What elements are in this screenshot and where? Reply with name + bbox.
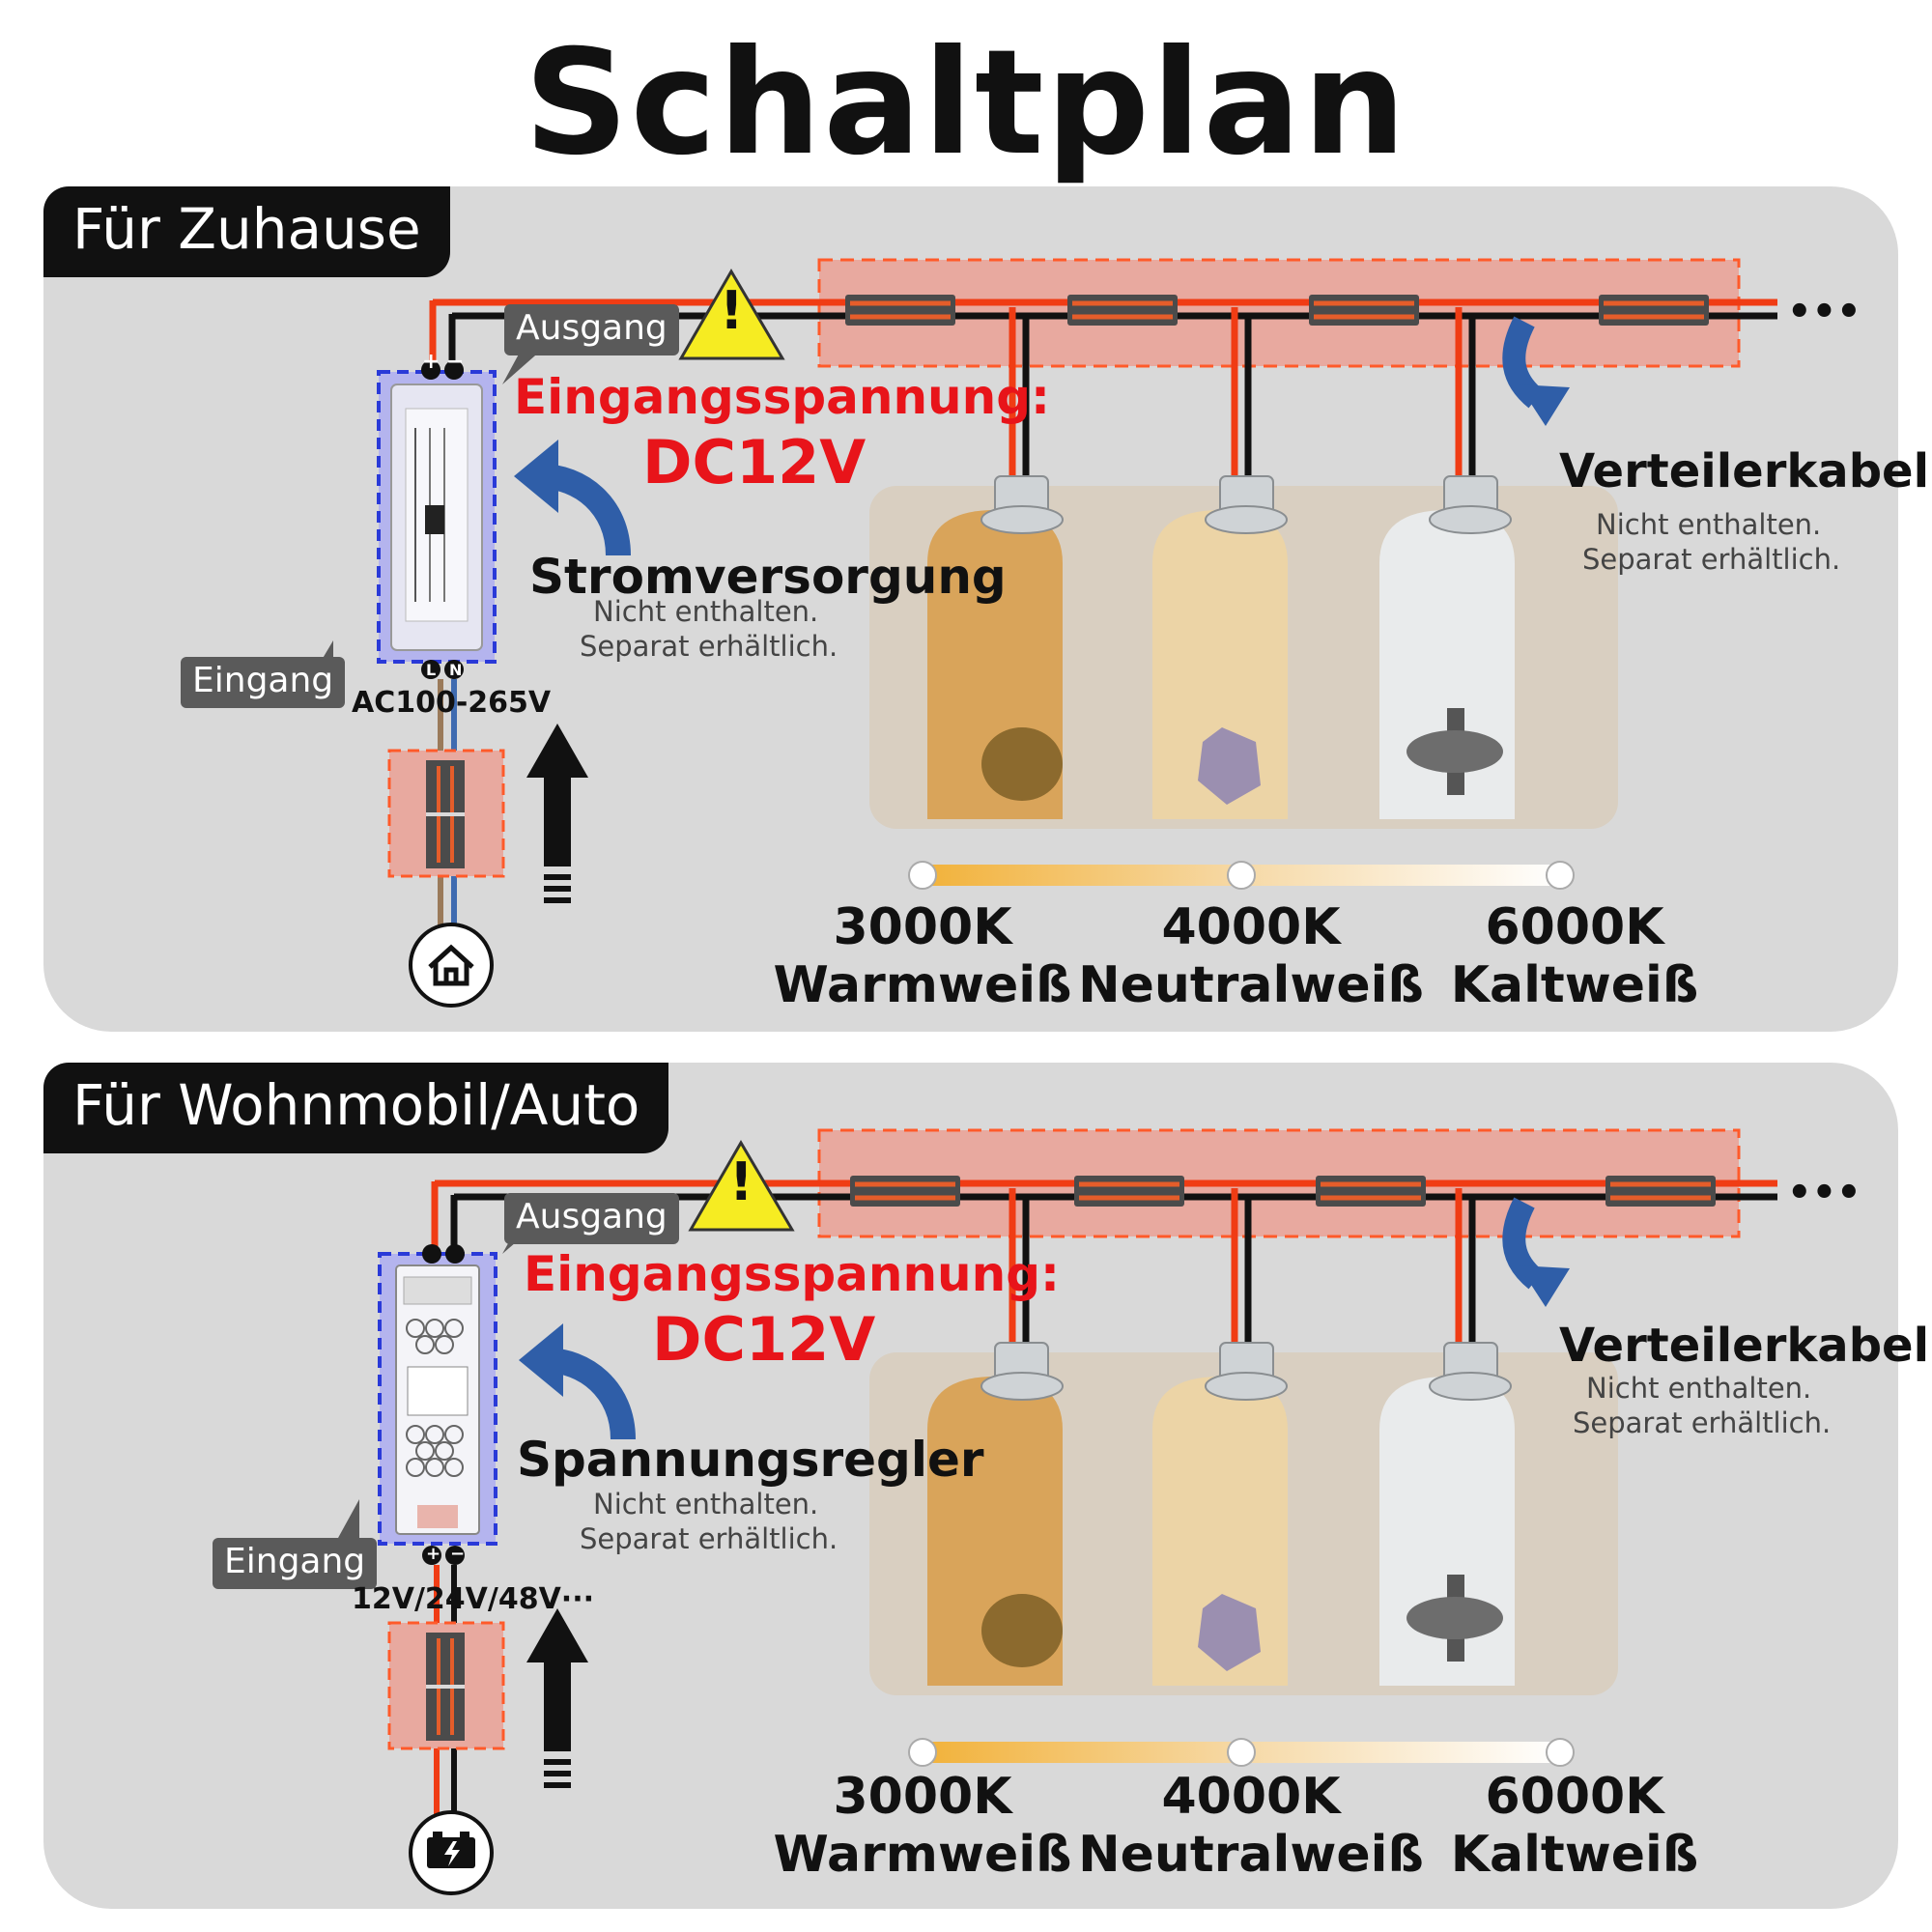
- voltage-value: DC12V: [642, 427, 867, 497]
- device-note: Nicht enthalten.: [593, 595, 819, 628]
- device-name: Stromversorgung: [529, 549, 1007, 605]
- cable-name: Verteilerkabel: [1559, 444, 1930, 498]
- device-note: Nicht enthalten.: [593, 1488, 819, 1520]
- up-arrow-icon: [526, 1608, 588, 1788]
- panel-heading: Für Wohnmobil/Auto: [43, 1063, 669, 1153]
- spotlight-icon: [980, 1342, 1512, 1401]
- more-indicator: •••: [1787, 1171, 1861, 1215]
- cable-note: Nicht enthalten.: [1586, 1372, 1812, 1405]
- battery-icon: [427, 1832, 475, 1868]
- device-note: Separat erhältlich.: [580, 1522, 838, 1555]
- input-tag: Eingang: [181, 657, 346, 708]
- led-driver-icon: [390, 384, 483, 651]
- house-icon: [428, 944, 474, 986]
- spotlight-niche-image: [869, 1352, 1618, 1695]
- input-voltage: AC100-265V: [352, 686, 552, 720]
- input-tag: Eingang: [213, 1538, 378, 1589]
- warning-mark: !: [729, 1151, 753, 1212]
- up-arrow-icon: [526, 724, 588, 903]
- input-voltage: 12V/24V/48V···: [352, 1582, 595, 1616]
- spotlight-icon: [980, 475, 1512, 534]
- cable-note: Separat erhältlich.: [1582, 543, 1841, 576]
- more-indicator: •••: [1787, 290, 1861, 334]
- voltage-converter-icon: [395, 1264, 480, 1535]
- wiring-diagram-rv-car: [338, 1128, 1777, 1895]
- device-name: Spannungsregler: [517, 1432, 984, 1488]
- warning-mark: !: [720, 280, 744, 341]
- cable-note: Separat erhältlich.: [1573, 1406, 1832, 1439]
- output-tag: Ausgang: [504, 304, 679, 355]
- spotlight-niche-image: [869, 486, 1618, 829]
- output-tag: Ausgang: [504, 1193, 679, 1244]
- voltage-label: Eingangsspannung:: [514, 369, 1051, 425]
- device-note: Separat erhältlich.: [580, 630, 838, 663]
- warning-icon: [678, 269, 785, 360]
- page-title: Schaltplan: [524, 19, 1408, 187]
- cable-note: Nicht enthalten.: [1596, 508, 1822, 541]
- panel-heading: Für Zuhause: [43, 186, 450, 277]
- voltage-label: Eingangsspannung:: [524, 1246, 1061, 1302]
- voltage-value: DC12V: [652, 1304, 876, 1375]
- cable-name: Verteilerkabel: [1559, 1319, 1930, 1373]
- warning-icon: [688, 1140, 795, 1232]
